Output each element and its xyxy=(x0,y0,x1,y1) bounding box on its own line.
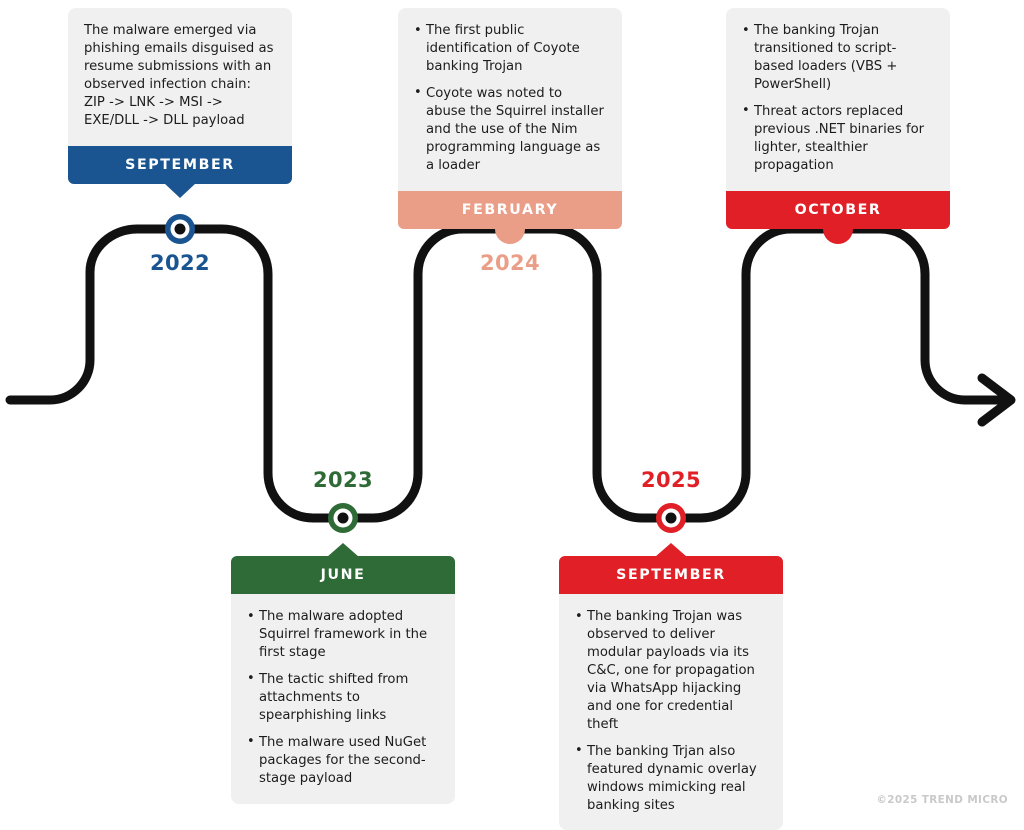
year-label-2022: 2022 xyxy=(149,251,211,275)
milestone-card-september-2025[interactable]: SEPTEMBER The banking Trojan was observe… xyxy=(559,556,783,830)
list-item: The tactic shifted from attachments to s… xyxy=(247,670,439,725)
list-item: The first public identification of Coyot… xyxy=(414,22,606,76)
list-item: The banking Trojan was observed to deliv… xyxy=(575,608,767,734)
milestone-bullet-list: The first public identification of Coyot… xyxy=(414,22,606,175)
milestone-month-label: SEPTEMBER xyxy=(616,567,726,583)
milestone-card-body: The banking Trojan transitioned to scrip… xyxy=(726,8,950,191)
milestone-month-banner[interactable]: JUNE xyxy=(231,556,455,594)
milestone-paragraph: The malware emerged via phishing emails … xyxy=(84,23,274,128)
milestone-node-june-2023[interactable] xyxy=(328,503,358,533)
list-item: The banking Trjan also featured dynamic … xyxy=(575,742,767,815)
year-label-2023: 2023 xyxy=(312,468,374,492)
list-item: The banking Trojan transitioned to scrip… xyxy=(742,22,934,94)
milestone-card-body: The banking Trojan was observed to deliv… xyxy=(559,594,783,830)
milestone-month-banner[interactable]: SEPTEMBER xyxy=(68,145,292,184)
milestone-month-label: JUNE xyxy=(320,567,366,583)
list-item: Threat actors replaced previous .NET bin… xyxy=(742,102,934,175)
list-item: The malware used NuGet packages for the … xyxy=(247,733,439,788)
milestone-month-label: OCTOBER xyxy=(794,201,882,218)
list-item: The malware adopted Squirrel framework i… xyxy=(247,608,439,662)
milestone-card-body: The first public identification of Coyot… xyxy=(398,8,622,191)
milestone-month-label: SEPTEMBER xyxy=(125,156,235,173)
arrow-head-icon xyxy=(977,373,1016,427)
year-label-2025: 2025 xyxy=(640,468,702,492)
milestone-node-september-2022[interactable] xyxy=(165,214,195,244)
milestone-bullet-list: The malware adopted Squirrel framework i… xyxy=(247,608,439,788)
milestone-card-september-2022[interactable]: The malware emerged via phishing emails … xyxy=(68,8,292,184)
year-label-2024: 2024 xyxy=(479,251,541,275)
milestone-month-banner[interactable]: FEBRUARY xyxy=(398,190,622,229)
list-item: Coyote was noted to abuse the Squirrel i… xyxy=(414,84,606,175)
milestone-bullet-list: The banking Trojan was observed to deliv… xyxy=(575,608,767,814)
milestone-card-february-2024[interactable]: The first public identification of Coyot… xyxy=(398,8,622,229)
milestone-card-june-2023[interactable]: JUNE The malware adopted Squirrel framew… xyxy=(231,556,455,804)
milestone-card-body: The malware adopted Squirrel framework i… xyxy=(231,594,455,804)
milestone-month-label: FEBRUARY xyxy=(461,201,559,218)
milestone-card-body: The malware emerged via phishing emails … xyxy=(68,8,292,146)
milestone-card-october-2025[interactable]: The banking Trojan transitioned to scrip… xyxy=(726,8,950,229)
milestone-month-banner[interactable]: OCTOBER xyxy=(726,190,950,229)
milestone-month-banner[interactable]: SEPTEMBER xyxy=(559,556,783,594)
milestone-bullet-list: The banking Trojan transitioned to scrip… xyxy=(742,22,934,175)
footer-copyright: ©2025 TREND MICRO xyxy=(876,794,1008,806)
milestone-node-september-2025[interactable] xyxy=(656,503,686,533)
